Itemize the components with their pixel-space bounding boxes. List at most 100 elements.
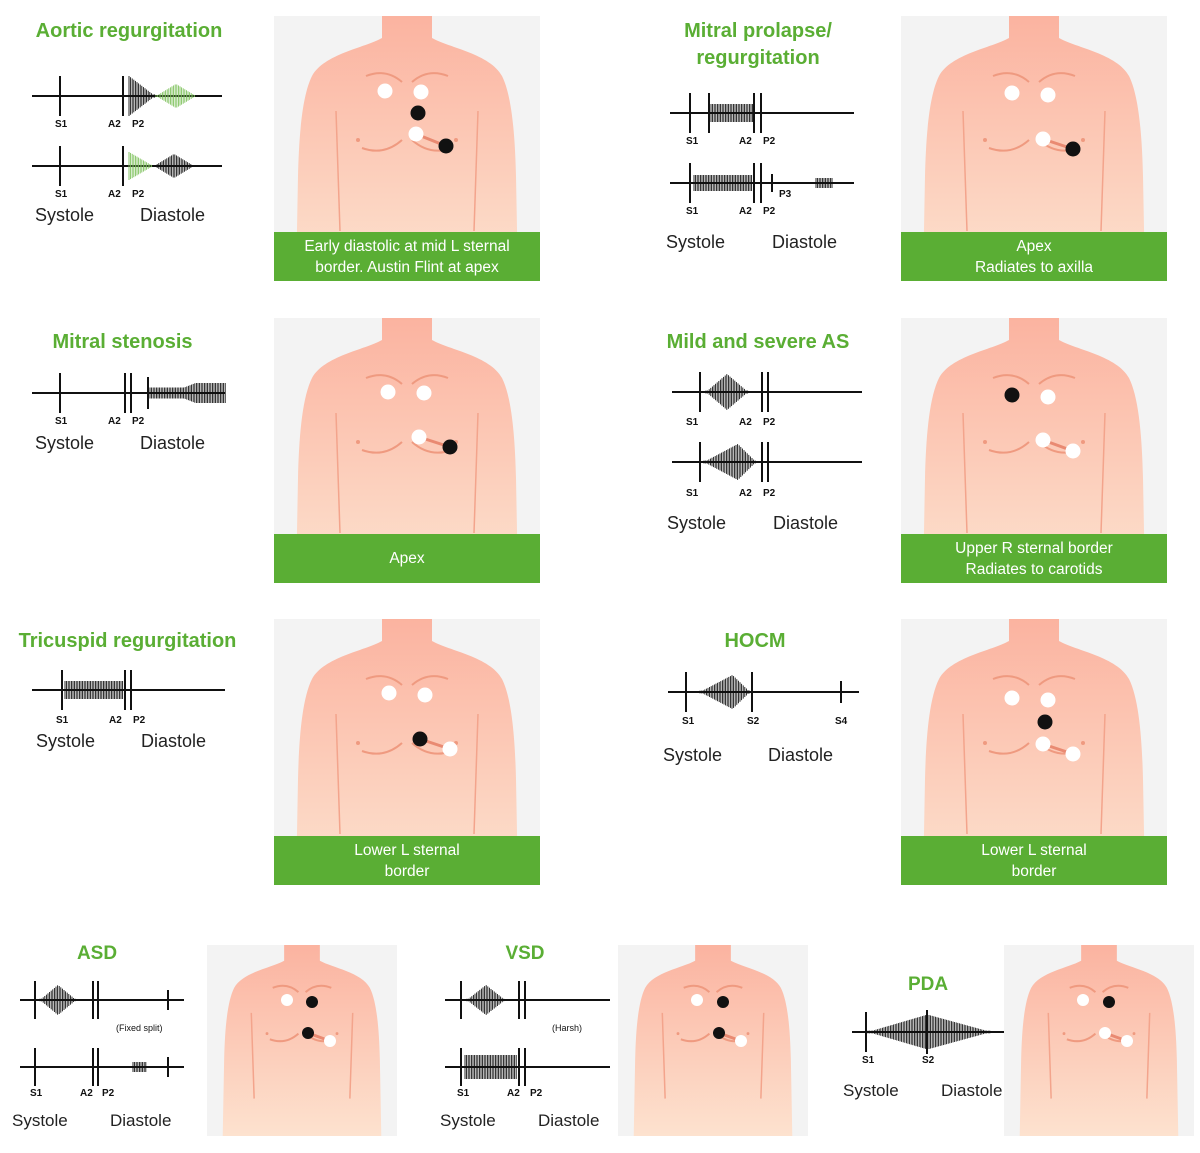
label-s1: S1	[56, 715, 69, 726]
label-p2: P2	[763, 488, 776, 499]
note-harsh: (Harsh)	[552, 1023, 583, 1033]
arm-contour	[335, 110, 341, 232]
phonogram-asd-1	[20, 981, 184, 1019]
murmur-location-dot	[410, 105, 426, 121]
caption-line: border	[384, 862, 430, 880]
phonogram-ar-2	[32, 146, 222, 186]
label-s1: S1	[862, 1055, 875, 1066]
label-s1: S1	[457, 1088, 470, 1099]
phonogram-vsd-2	[445, 1048, 610, 1086]
anatomy-contour	[361, 139, 403, 152]
label-diastole: Diastole	[941, 1081, 1003, 1100]
chest-panel-asd	[207, 945, 397, 1136]
nipple-mark	[454, 138, 458, 142]
label-systole: Systole	[663, 745, 723, 765]
label-systole: Systole	[35, 205, 95, 225]
title-tricuspid-regurgitation: Tricuspid regurgitation	[18, 630, 237, 652]
anatomy-contour	[361, 441, 403, 454]
label-s1: S1	[55, 119, 68, 130]
murmur-location-dot	[442, 439, 458, 455]
label-p3: P3	[779, 189, 792, 200]
arm-contour	[335, 412, 341, 534]
nipple-mark	[983, 440, 987, 444]
murmur-location-dot	[1103, 996, 1115, 1008]
anatomy-contour	[992, 675, 1030, 686]
title-line: Mitral prolapse/	[684, 20, 832, 42]
location-caption: Lower L sternal border	[274, 836, 540, 885]
label-a2: A2	[739, 488, 752, 499]
label-systole: Systole	[36, 731, 96, 751]
arm-contour	[473, 713, 479, 835]
auscultation-point-dot	[381, 685, 397, 701]
auscultation-point-dot	[1040, 87, 1056, 103]
label-diastole: Diastole	[140, 205, 206, 225]
title-mild-severe-as: Mild and severe AS	[666, 331, 850, 353]
label-p2: P2	[132, 416, 145, 427]
nipple-mark	[1132, 1032, 1136, 1035]
label-diastole: Diastole	[768, 745, 834, 765]
torso-shape	[633, 945, 793, 1136]
phonogram-tr	[32, 670, 225, 710]
anatomy-contour	[1038, 374, 1076, 385]
title-mitral-prolapse: Mitral prolapse/ regurgitation	[648, 18, 868, 72]
torso-shape	[923, 16, 1145, 281]
title-pda: PDA	[907, 974, 949, 995]
caption-line: border	[1011, 862, 1057, 880]
caption-line: Lower L sternal	[981, 841, 1087, 859]
label-s1: S1	[55, 189, 68, 200]
arm-contour	[760, 1012, 765, 1099]
auscultation-point-dot	[324, 1035, 336, 1047]
anatomy-contour	[361, 742, 403, 755]
arm-contour	[962, 412, 968, 534]
anatomy-contour	[1038, 72, 1076, 83]
torso-shape	[296, 16, 518, 281]
murmur-location-dot	[306, 996, 318, 1008]
murmur-location-dot	[412, 731, 428, 747]
arm-contour	[473, 412, 479, 534]
auscultation-point-dot	[735, 1035, 747, 1047]
anatomy-contour	[269, 1032, 300, 1043]
auscultation-point-dot	[1121, 1035, 1133, 1047]
label-p2: P2	[132, 119, 145, 130]
auscultation-point-dot	[1040, 389, 1056, 405]
label-s2: S2	[922, 1055, 935, 1066]
label-systole: Systole	[667, 513, 727, 533]
anatomy-contour	[411, 675, 449, 686]
label-s1: S1	[686, 488, 699, 499]
label-systole: Systole	[843, 1081, 899, 1100]
nipple-mark	[676, 1032, 680, 1035]
auscultation-point-dot	[1077, 994, 1089, 1006]
nipple-mark	[335, 1032, 339, 1035]
auscultation-point-dot	[1035, 131, 1051, 147]
location-caption: Early diastolic at mid L sternal border.…	[274, 232, 540, 281]
label-s1: S1	[30, 1088, 43, 1099]
auscultation-point-dot	[1035, 736, 1051, 752]
nipple-mark	[356, 440, 360, 444]
label-p2: P2	[132, 189, 145, 200]
caption-line: Radiates to carotids	[965, 560, 1103, 578]
label-s4: S4	[835, 716, 848, 727]
torso-shape	[222, 945, 382, 1136]
phonogram-as-1	[672, 372, 862, 412]
auscultation-point-dot	[1065, 443, 1081, 459]
torso-shape	[923, 619, 1145, 885]
torso-illustration	[923, 318, 1145, 583]
title-aortic-regurgitation: Aortic regurgitation	[35, 20, 223, 42]
chest-panel-tr: Lower L sternal border	[274, 619, 540, 885]
arm-contour	[1100, 713, 1106, 835]
label-systole: Systole	[440, 1111, 496, 1130]
label-systole: Systole	[12, 1111, 68, 1130]
torso-shape	[1019, 945, 1179, 1136]
label-a2: A2	[109, 715, 122, 726]
anatomy-contour	[680, 1032, 711, 1043]
phonogram-vsd-1	[445, 981, 610, 1019]
auscultation-point-dot	[377, 83, 393, 99]
auscultation-point-dot	[1099, 1027, 1111, 1039]
caption-line: Lower L sternal	[354, 841, 460, 859]
label-diastole: Diastole	[141, 731, 207, 751]
label-p2: P2	[763, 136, 776, 147]
torso-illustration	[633, 945, 793, 1136]
title-asd: ASD	[76, 943, 118, 964]
auscultation-point-dot	[1004, 85, 1020, 101]
anatomy-contour	[1069, 984, 1097, 993]
